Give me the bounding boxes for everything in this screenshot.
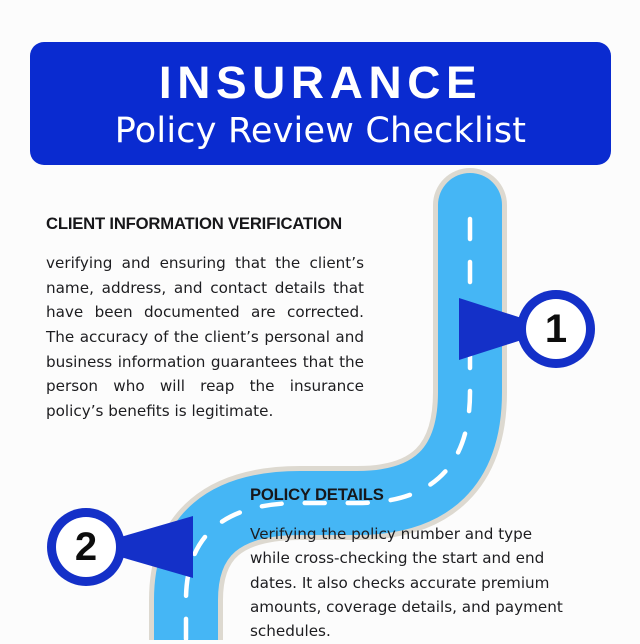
step-marker-2: 2 [47, 508, 193, 586]
marker-1-ring [517, 290, 595, 368]
header-banner: INSURANCE Policy Review Checklist [30, 42, 611, 165]
marker-2-inner [56, 517, 116, 577]
marker-2-number: 2 [75, 525, 97, 569]
marker-2-ring [47, 508, 125, 586]
step-1-body: verifying and ensuring that the client’s… [46, 254, 364, 420]
step-marker-1: 1 [459, 290, 595, 368]
page-title: INSURANCE [158, 56, 483, 108]
page-subtitle: Policy Review Checklist [114, 110, 527, 151]
step-section-1: CLIENT INFORMATION VERIFICATION verifyin… [46, 214, 364, 423]
marker-1-inner [526, 299, 586, 359]
marker-1-number: 1 [545, 307, 567, 351]
marker-2-tail [86, 516, 193, 578]
step-2-heading: POLICY DETAILS [250, 485, 384, 504]
step-2-body: Verifying the policy number and type whi… [250, 525, 563, 641]
marker-1-tail [459, 298, 556, 360]
step-section-2: POLICY DETAILS Verifying the policy numb… [250, 485, 575, 644]
step-1-heading: CLIENT INFORMATION VERIFICATION [46, 214, 342, 233]
